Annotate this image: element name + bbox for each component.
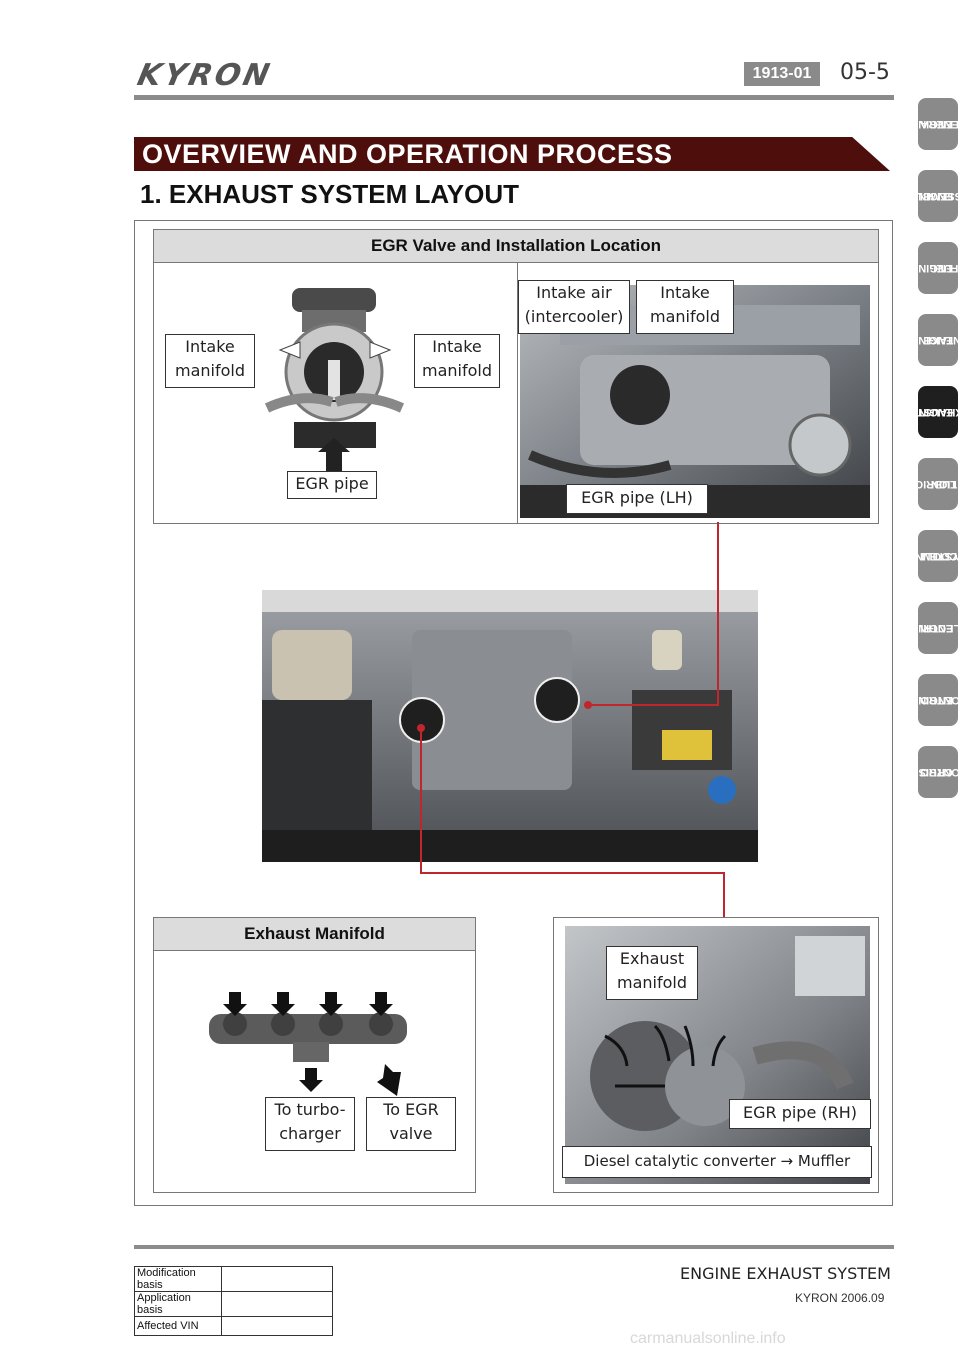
manifold-box-title: Exhaust Manifold — [154, 918, 475, 951]
label-to-turbocharger: To turbo- charger — [265, 1097, 355, 1151]
egr-box-divider — [517, 263, 518, 523]
label-intake-air-intercooler: Intake air (intercooler) — [518, 280, 630, 334]
table-row: Application basis — [134, 1291, 333, 1317]
engine-bay-photo — [262, 590, 758, 862]
table-cell-value — [221, 1316, 333, 1336]
label-intake-manifold-left: Intake manifold — [165, 334, 255, 388]
table-cell-label: Application basis — [134, 1291, 222, 1317]
table-cell-value — [221, 1291, 333, 1317]
label-intake-manifold-photo: Intake manifold — [636, 280, 734, 334]
label-egr-pipe-lh: EGR pipe (LH) — [566, 484, 708, 514]
tab-engine-intake[interactable]: ENGINEINTAKE — [911, 314, 960, 366]
table-cell-label: Affected VIN — [134, 1316, 222, 1336]
label-to-egr-valve: To EGR valve — [366, 1097, 456, 1151]
page-number: 05-5 — [840, 60, 890, 85]
label-catalytic-converter: Diesel catalytic converter → Muffler — [562, 1146, 872, 1178]
label-egr-pipe: EGR pipe — [287, 471, 377, 499]
tab-engine-general[interactable]: ENGINEGENERA — [911, 98, 960, 150]
table-cell-label: Modification basis — [134, 1266, 222, 1292]
label-egr-pipe-rh: EGR pipe (RH) — [729, 1099, 871, 1129]
tab-cooling-system[interactable]: COOLINGSYSTEM — [906, 530, 960, 582]
header-rule — [134, 95, 894, 100]
egr-box-title: EGR Valve and Installation Location — [154, 230, 878, 263]
egr-valve-image — [264, 288, 405, 480]
footer-model-date: KYRON 2006.09 — [795, 1291, 885, 1305]
footer-rule — [134, 1245, 894, 1249]
table-row: Affected VIN — [134, 1316, 333, 1336]
tab-engine-control[interactable]: ENGINECONTRO — [911, 674, 960, 726]
diagram-frame — [134, 220, 893, 1206]
label-exhaust-manifold: Exhaust manifold — [606, 946, 698, 1000]
banner-title: OVERVIEW AND OPERATION PROCESS — [142, 139, 673, 169]
tab-engine-assembly[interactable]: ENGINEASSEMBL — [911, 170, 960, 222]
footer-title: ENGINE EXHAUST SYSTEM — [680, 1264, 891, 1283]
table-row: Modification basis — [134, 1266, 333, 1292]
modification-table: Modification basis Application basis Aff… — [134, 1266, 333, 1336]
watermark: carmanualsonline.info — [630, 1330, 786, 1347]
section-title: 1. EXHAUST SYSTEM LAYOUT — [140, 179, 519, 209]
tab-engine-electrical[interactable]: ENGINEELECTRI — [911, 602, 960, 654]
tab-cruise-control[interactable]: CRUISECONTRO — [911, 746, 960, 798]
exhaust-manifold-image — [209, 992, 407, 1096]
section-code-badge: 1913-01 — [744, 62, 820, 86]
label-intake-manifold-right: Intake manifold — [414, 334, 500, 388]
table-cell-value — [221, 1266, 333, 1292]
title-banner — [134, 137, 890, 171]
